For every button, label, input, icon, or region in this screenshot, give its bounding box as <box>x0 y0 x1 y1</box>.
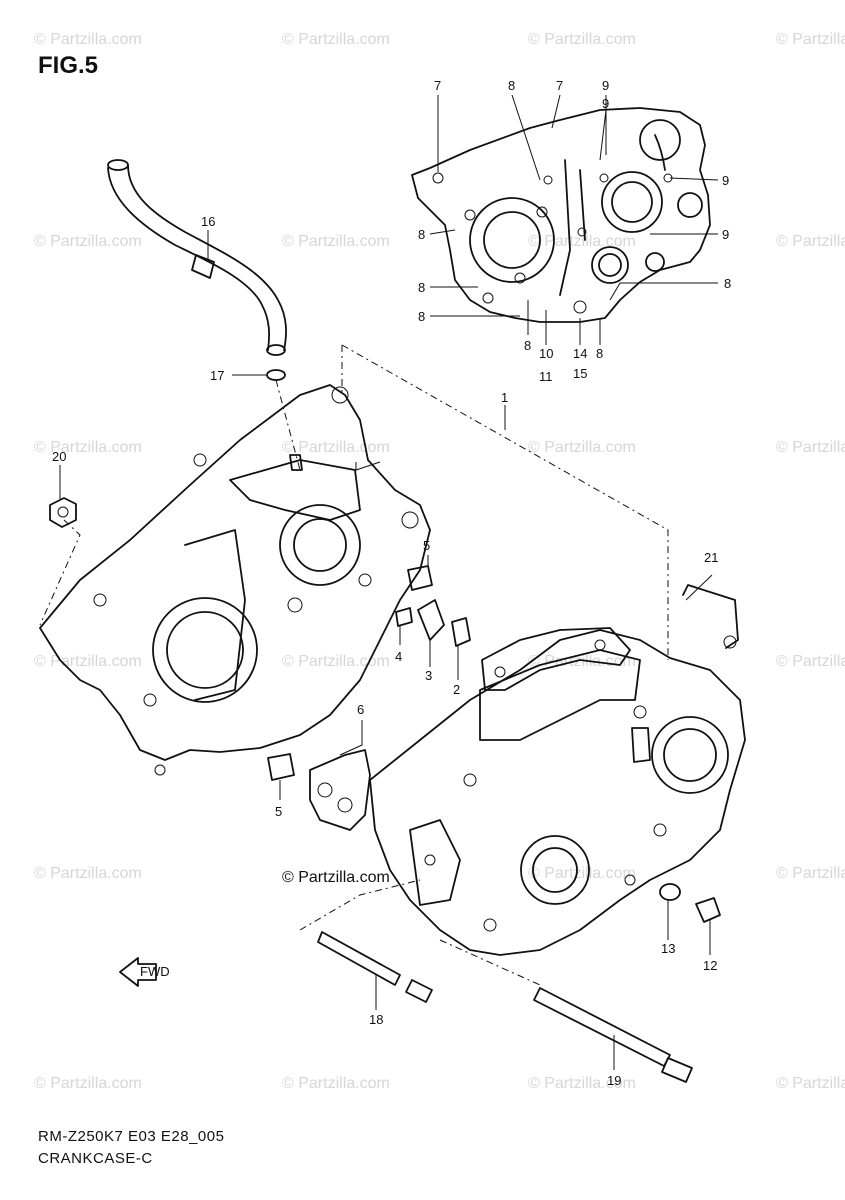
figure-label: FIG.5 <box>38 52 99 79</box>
watermark: © Partzilla.com <box>34 31 142 48</box>
callout-1: 1 <box>501 390 508 405</box>
forward-arrow: FWD <box>119 957 170 987</box>
callout-8: 8 <box>724 276 731 291</box>
watermark: © Partzilla.com <box>34 233 142 250</box>
callout-2: 2 <box>453 682 460 697</box>
crankcase-right-half <box>369 629 746 956</box>
callout-8: 8 <box>508 78 515 93</box>
model-code: RM-Z250K7 E03 E28_005 <box>38 1128 225 1145</box>
watermark: © Partzilla.com <box>34 653 142 670</box>
plate-2 <box>451 617 471 647</box>
watermark: © Partzilla.com <box>528 1075 636 1092</box>
callout-8: 8 <box>596 346 603 361</box>
callout-12: 12 <box>703 958 717 973</box>
small-parts <box>49 497 739 1083</box>
breather-hose <box>107 159 287 381</box>
callout-20: 20 <box>52 449 66 464</box>
watermark: © Partzilla.com <box>776 31 845 48</box>
watermark: © Partzilla.com <box>776 865 845 882</box>
callout-11: 11 <box>539 369 553 384</box>
watermark: © Partzilla.com <box>776 653 845 670</box>
watermark: © Partzilla.com <box>282 233 390 250</box>
dowel-pin-5b <box>267 753 295 781</box>
watermark: © Partzilla.com <box>34 1075 142 1092</box>
svg-text:FWD: FWD <box>140 964 170 979</box>
callout-8: 8 <box>418 280 425 295</box>
callout-18: 18 <box>369 1012 383 1027</box>
watermark: © Partzilla.com <box>34 439 142 456</box>
inset-crankcase-view <box>411 107 711 323</box>
callout-13: 13 <box>661 941 675 956</box>
watermark: © Partzilla.com <box>282 1075 390 1092</box>
plate-3 <box>417 599 445 641</box>
callout-10: 10 <box>539 346 553 361</box>
callout-16: 16 <box>201 214 215 229</box>
callout-19: 19 <box>607 1073 621 1088</box>
callout-17: 17 <box>210 368 224 383</box>
callout-6: 6 <box>357 702 364 717</box>
partzilla-brand: © Partzilla.com <box>282 869 390 886</box>
callouts: 7 8 7 9 9 9 9 8 8 8 8 8 10 11 14 15 8 16… <box>52 78 731 1088</box>
watermark: © Partzilla.com <box>528 31 636 48</box>
hose-clamp <box>266 369 286 381</box>
crankcase-left-half <box>39 384 431 776</box>
callout-9-side: 9 <box>722 227 729 242</box>
bolt-19 <box>533 987 671 1067</box>
callout-9: 9 <box>602 78 609 93</box>
bolt-18 <box>317 931 401 986</box>
callout-7: 7 <box>556 78 563 93</box>
dowel-pin-5a <box>407 565 433 591</box>
plug-20 <box>49 497 77 528</box>
watermark: © Partzilla.com <box>528 439 636 456</box>
callout-4: 4 <box>395 649 402 664</box>
callout-9: 9 <box>722 173 729 188</box>
callout-5: 5 <box>275 804 282 819</box>
leader-lines <box>59 94 719 1070</box>
callout-14: 14 <box>573 346 587 361</box>
callout-15: 15 <box>573 366 587 381</box>
callout-5: 5 <box>423 538 430 553</box>
wire-guide-21 <box>682 584 739 649</box>
watermark: © Partzilla.com <box>282 653 390 670</box>
callout-21: 21 <box>704 550 718 565</box>
callout-7: 7 <box>434 78 441 93</box>
gasket <box>309 627 631 831</box>
watermark: © Partzilla.com <box>282 439 390 456</box>
bolt-4 <box>395 607 413 627</box>
callout-8: 8 <box>524 338 531 353</box>
callout-8: 8 <box>418 227 425 242</box>
watermark: © Partzilla.com <box>282 31 390 48</box>
watermark: © Partzilla.com <box>528 233 636 250</box>
bolt-12 <box>695 897 721 923</box>
watermark: © Partzilla.com <box>776 439 845 456</box>
callout-3: 3 <box>425 668 432 683</box>
assembly-lines <box>39 344 713 986</box>
watermark: © Partzilla.com <box>34 865 142 882</box>
watermark: © Partzilla.com <box>776 1075 845 1092</box>
watermark: © Partzilla.com <box>776 233 845 250</box>
callout-9: 9 <box>602 96 609 111</box>
watermark: © Partzilla.com <box>528 865 636 882</box>
diagram-title: CRANKCASE-C <box>38 1150 153 1167</box>
callout-8: 8 <box>418 309 425 324</box>
watermarks: © Partzilla.com © Partzilla.com © Partzi… <box>34 31 845 1092</box>
washer-13 <box>659 883 681 901</box>
